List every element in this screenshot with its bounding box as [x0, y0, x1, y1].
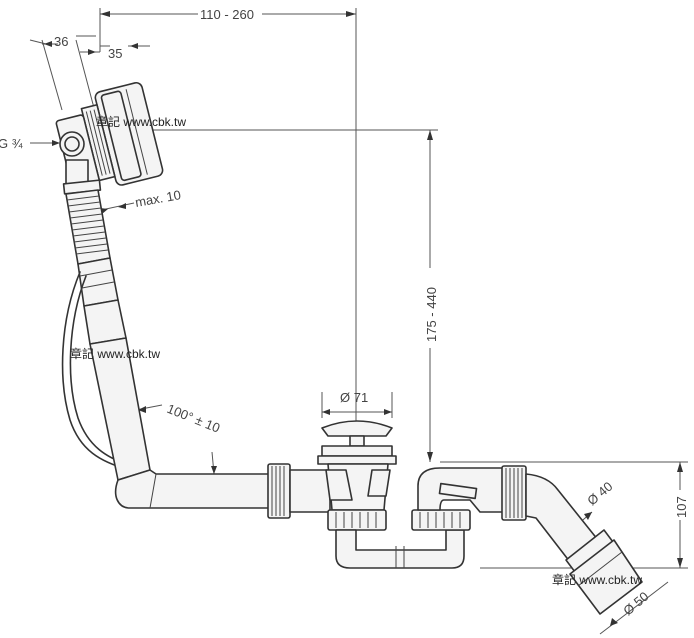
- overflow-assembly: [55, 81, 164, 190]
- overflow-depth-label: 36: [54, 34, 68, 49]
- drain-pipe: [89, 337, 331, 519]
- flexible-hose: [62, 179, 127, 345]
- overflow-flange-label: 35: [108, 46, 122, 61]
- watermark-bottom: 章記 www.cbk.tw: [552, 572, 642, 587]
- trap: [335, 465, 643, 615]
- thread-size-label: G ¾: [0, 136, 23, 151]
- max-thickness-label: max. 10: [134, 187, 182, 210]
- watermark-middle: 章記 www.cbk.tw: [70, 346, 160, 361]
- width-range-label: 110 - 260: [200, 7, 254, 22]
- pipe-diameter-40-label: Ø 40: [584, 479, 615, 509]
- height-range-label: 175 - 440: [424, 287, 439, 342]
- trap-height-label: 107: [674, 496, 689, 518]
- dimension-lines: [29, 8, 688, 635]
- waste-diameter-label: Ø 71: [340, 390, 368, 405]
- watermarks: 章記 www.cbk.tw 章記 www.cbk.tw 章記 www.cbk.t…: [70, 114, 642, 587]
- watermark-top: 章記 www.cbk.tw: [96, 114, 186, 129]
- pop-up-cable: [61, 271, 133, 471]
- waste-valve: [317, 420, 397, 531]
- angle-label: 100° ± 10: [165, 401, 222, 436]
